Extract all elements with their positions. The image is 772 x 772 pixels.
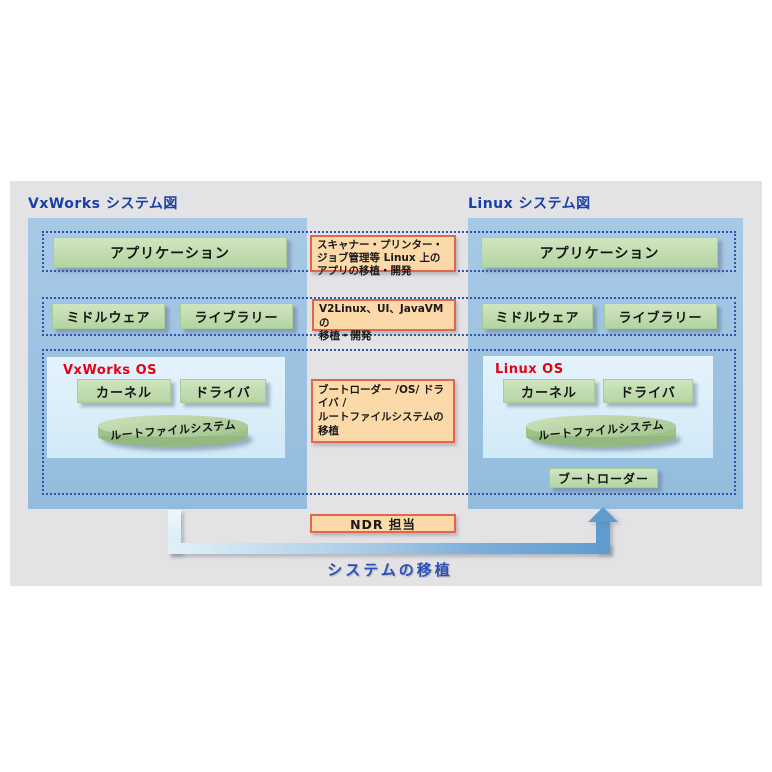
linux-library-label: ライブラリー [618, 310, 703, 326]
task-os-box: ブートローダー /OS/ ドライバ / ルートファイルシステムの移植 [311, 379, 455, 443]
cylinder-top [98, 415, 248, 437]
linux-middleware-label: ミドルウェア [495, 310, 580, 326]
vxworks-middleware-box: ミドルウェア [52, 303, 165, 329]
migration-arrow-head-icon [588, 507, 618, 522]
vxworks-kernel-label: カーネル [95, 385, 152, 401]
task-middleware-box: V2Linux、UI、JavaVM の 移植・開発 [312, 299, 456, 342]
linux-driver-box: ドライバ [603, 379, 693, 403]
vxworks-os-title: VxWorks OS [63, 363, 157, 378]
vxworks-middleware-label: ミドルウェア [66, 310, 151, 326]
migration-arrow-shaft [596, 521, 610, 554]
linux-middleware-box: ミドルウェア [482, 303, 593, 329]
linux-driver-label: ドライバ [620, 385, 676, 401]
ndr-owner-box: NDR 担当 [310, 514, 456, 533]
task-application-box: スキャナー・プリンター・ ジョブ管理等 Linux 上の アプリの移植・開発 [310, 235, 456, 277]
linux-bootloader-label: ブートローダー [557, 471, 649, 486]
linux-application-label: アプリケーション [539, 245, 660, 262]
vxworks-diagram-title: VxWorks システム図 [28, 196, 178, 212]
diagram-background: VxWorks システム図 Linux システム図 アプリケーション アプリケー… [10, 181, 762, 586]
cylinder-top [526, 415, 676, 437]
migration-caption: システムの移植 [327, 561, 453, 579]
linux-rootfs-cylinder: ルートファイルシステム [526, 415, 676, 449]
linux-kernel-box: カーネル [503, 379, 595, 403]
migration-arrow-horizontal-segment [168, 543, 610, 554]
vxworks-kernel-box: カーネル [77, 379, 171, 403]
vxworks-driver-label: ドライバ [195, 385, 251, 401]
vxworks-application-label: アプリケーション [110, 245, 230, 262]
linux-library-box: ライブラリー [604, 303, 717, 329]
vxworks-application-box: アプリケーション [53, 237, 287, 268]
vxworks-driver-box: ドライバ [180, 379, 266, 403]
linux-os-title: Linux OS [495, 362, 564, 377]
linux-bootloader-box: ブートローダー [549, 468, 658, 488]
linux-kernel-label: カーネル [520, 385, 577, 401]
vxworks-library-box: ライブラリー [180, 303, 293, 329]
os-layer-row [42, 349, 736, 495]
vxworks-rootfs-cylinder: ルートファイルシステム [98, 415, 248, 449]
linux-diagram-title: Linux システム図 [468, 196, 591, 212]
middleware-layer-row [42, 297, 736, 336]
vxworks-library-label: ライブラリー [194, 310, 279, 326]
linux-application-box: アプリケーション [481, 237, 718, 268]
